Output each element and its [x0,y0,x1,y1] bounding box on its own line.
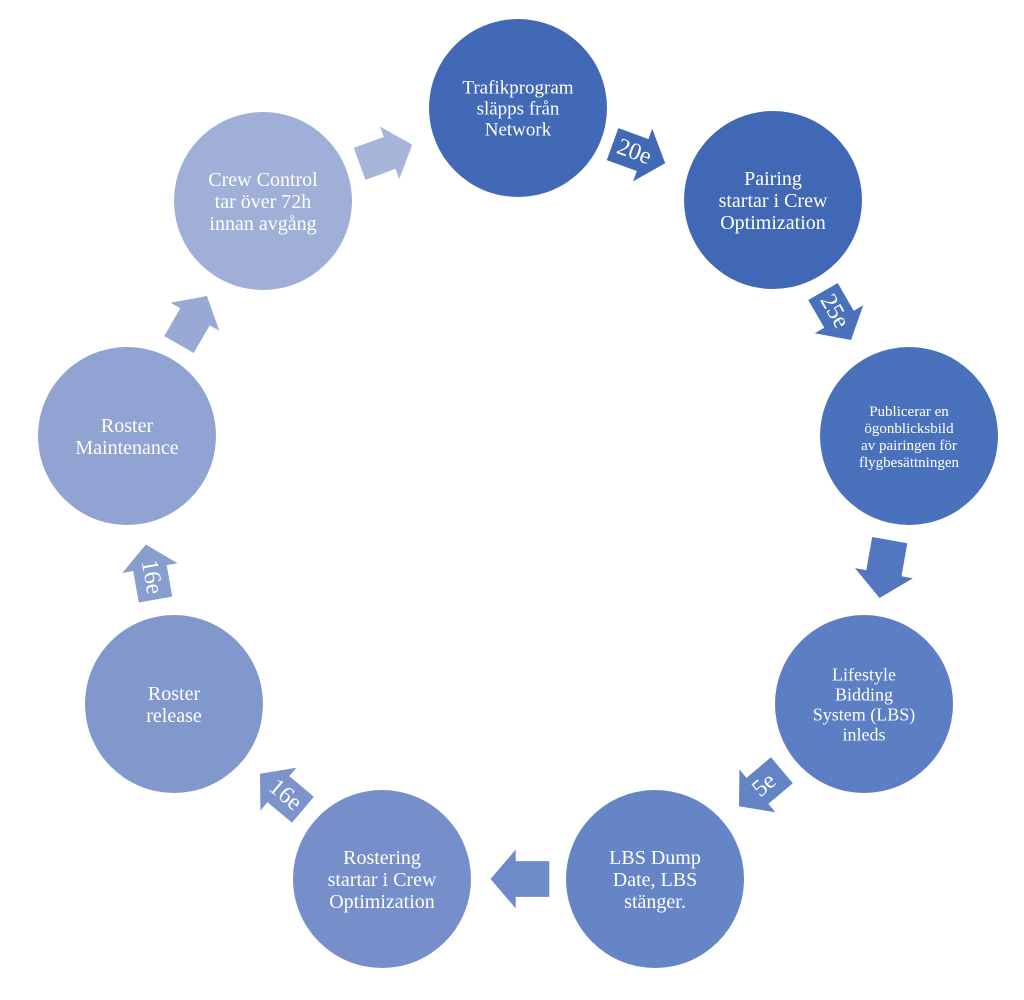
node-circle [429,19,607,197]
node-label-line: Rostering [343,847,421,869]
arrow-pairing-publicerar: 25e [808,282,864,340]
arrow-shape [808,282,864,340]
node-label-line: flygbesättningen [859,455,959,471]
arrow-shape [490,849,550,909]
arrow-trafik-pairing: 20e [606,128,666,182]
node-label-line: stänger. [624,891,686,913]
node-label-line: släpps från [477,99,560,120]
node-label-line: innan avgång [209,213,316,235]
arrow-shape [122,544,178,603]
node-label-line: tar över 72h [215,191,312,213]
arrow-publicerar-lbs [854,537,913,599]
arrow-crew-trafik [353,126,413,180]
node-label-line: ögonblicksbild [864,421,954,437]
node-label-line: Bidding [835,684,893,704]
node-label-line: Network [485,120,552,141]
arrow-shape [353,126,413,180]
node-label-line: Roster [148,683,201,705]
node-label-line: Date, LBS [613,869,697,891]
node-label-line: startar i Crew [328,869,437,891]
node-label-line: startar i Crew [719,190,828,212]
node-label-line: System (LBS) [813,704,916,725]
arrow-maintenance-crew [164,296,220,354]
node-circle [293,790,471,968]
node-label-line: Maintenance [75,437,178,459]
arrow-lbs-dump: 5e [739,757,793,813]
node-label-line: Roster [101,415,154,437]
arrow-shape [606,128,666,182]
node-circle [85,615,263,793]
node-circle [775,615,953,793]
arrow-rostering-release: 16e [260,767,314,823]
node-label-line: Optimization [720,212,826,234]
arrow-shape [260,767,314,823]
node-circle [174,112,352,290]
node-label-line: Lifestyle [832,664,896,684]
node-label-line: Trafikprogram [462,78,573,99]
arrow-label: 16e [136,558,168,597]
node-circle [38,347,216,525]
node-circle [684,111,862,289]
arrow-dump-rostering [490,849,550,909]
arrow-shape [739,757,793,813]
arrow-shape [854,537,913,599]
node-circle [820,347,998,525]
node-label-line: av pairingen för [861,438,957,454]
arrows-layer: 20e 25e 5e 16e 16e [122,126,913,909]
node-label-line: LBS Dump [609,847,701,869]
node-label-line: Pairing [744,168,802,190]
arrow-shape [164,296,220,354]
node-circle [566,790,744,968]
node-label-line: inleds [843,724,886,744]
node-label-line: Optimization [329,891,435,913]
node-label-line: release [146,705,202,727]
arrow-release-maintenance: 16e [122,544,178,603]
node-label-line: Crew Control [208,169,318,191]
node-label-line: Publicerar en [869,404,949,420]
